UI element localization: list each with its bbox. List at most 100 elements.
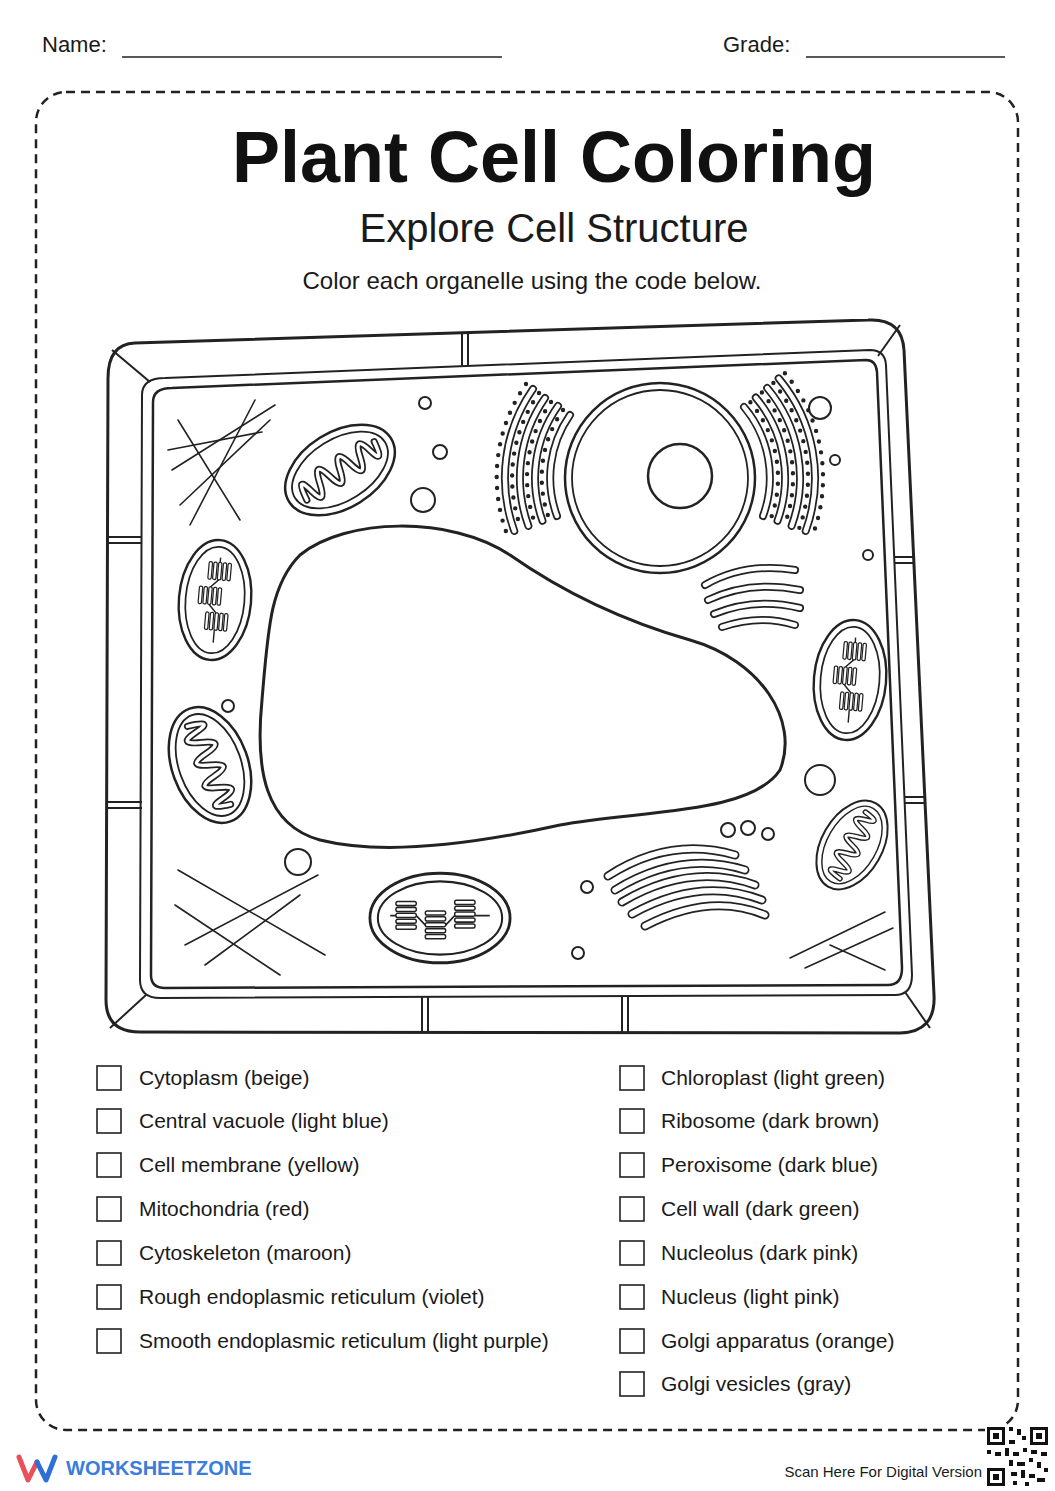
chloroplast bbox=[174, 537, 256, 663]
qr-code bbox=[985, 1425, 1050, 1488]
cytoskeleton bbox=[790, 912, 885, 958]
cytoskeleton bbox=[190, 400, 255, 525]
cell-wall bbox=[461, 333, 463, 366]
qr-code bbox=[987, 1427, 1048, 1486]
vesicle bbox=[411, 488, 435, 512]
color-key-item: Cell membrane (yellow) bbox=[139, 1152, 360, 1177]
brand-logo-text: WORKSHEETZONE bbox=[66, 1456, 252, 1480]
cell-wall bbox=[894, 556, 914, 558]
field-label: Grade: bbox=[723, 32, 790, 58]
cell-wall bbox=[878, 325, 900, 356]
rough-er bbox=[497, 373, 823, 534]
qr-code bbox=[1009, 1440, 1015, 1444]
qr-code bbox=[1041, 1452, 1047, 1456]
qr-code bbox=[1022, 1436, 1026, 1440]
mitochondrion bbox=[269, 406, 411, 534]
color-key-item: Peroxisome (dark blue) bbox=[661, 1152, 878, 1177]
color-key-item: Chloroplast (light green) bbox=[661, 1065, 885, 1090]
vesicle bbox=[419, 397, 431, 409]
checkbox bbox=[97, 1241, 121, 1265]
cell-wall bbox=[106, 320, 934, 1033]
chloroplast bbox=[809, 617, 891, 743]
golgi-apparatus bbox=[608, 849, 765, 926]
qr-code bbox=[1009, 1427, 1013, 1431]
color-key-item: Golgi apparatus (orange) bbox=[661, 1328, 894, 1353]
logo-icon bbox=[19, 1457, 55, 1480]
dashed-frame bbox=[36, 92, 1018, 1430]
cytoskeleton bbox=[178, 420, 240, 520]
qr-code bbox=[987, 1427, 1005, 1445]
color-key-item: Golgi vesicles (gray) bbox=[661, 1371, 851, 1396]
vesicle bbox=[572, 947, 584, 959]
nucleus bbox=[565, 383, 755, 573]
cell-wall bbox=[894, 562, 914, 564]
vesicle bbox=[809, 397, 831, 419]
smooth-er bbox=[705, 568, 800, 627]
qr-code bbox=[987, 1468, 1005, 1486]
golgi-apparatus bbox=[608, 849, 765, 926]
cytoskeleton bbox=[185, 875, 318, 945]
vesicle bbox=[222, 397, 873, 959]
cell-wall bbox=[467, 333, 469, 366]
rough-er bbox=[505, 389, 570, 531]
vesicle bbox=[830, 455, 840, 465]
cell-wall bbox=[140, 350, 912, 998]
qr-code bbox=[1044, 1468, 1048, 1472]
color-key-item: Smooth endoplasmic reticulum (light purp… bbox=[139, 1328, 549, 1353]
cell-wall bbox=[112, 350, 150, 382]
cell-wall bbox=[107, 325, 930, 1032]
qr-code bbox=[985, 1425, 1050, 1488]
vesicle bbox=[805, 765, 835, 795]
worksheet-title: Plant Cell Coloring bbox=[232, 114, 876, 200]
qr-code bbox=[1013, 1481, 1017, 1485]
color-key-item: Rough endoplasmic reticulum (violet) bbox=[139, 1284, 485, 1309]
logo-icon bbox=[37, 1457, 55, 1480]
cell-wall bbox=[110, 995, 146, 1028]
answer-line bbox=[806, 56, 1005, 58]
vesicle bbox=[721, 823, 735, 837]
ribosome-dots bbox=[542, 410, 563, 518]
checkbox bbox=[97, 1197, 121, 1221]
qr-code bbox=[1030, 1427, 1048, 1445]
vesicle bbox=[581, 881, 593, 893]
cell-wall bbox=[905, 992, 930, 1028]
cell-wall bbox=[627, 996, 629, 1032]
answer-line bbox=[122, 56, 1005, 58]
nucleolus bbox=[648, 444, 712, 508]
checkbox bbox=[97, 1066, 644, 1396]
checkbox bbox=[620, 1285, 644, 1309]
color-key-item: Cell wall (dark green) bbox=[661, 1196, 859, 1221]
cell-wall bbox=[427, 997, 429, 1032]
ribosome-dots bbox=[527, 402, 551, 524]
qr-code bbox=[1011, 1472, 1017, 1476]
qr-code bbox=[990, 1430, 1002, 1442]
field-label: Name: bbox=[42, 32, 107, 58]
vesicle bbox=[762, 828, 774, 840]
checkbox bbox=[620, 1109, 644, 1133]
checkbox bbox=[97, 1329, 121, 1353]
cytoskeleton bbox=[168, 432, 262, 450]
golgi-apparatus bbox=[608, 849, 765, 926]
qr-code bbox=[1036, 1433, 1042, 1439]
checkbox bbox=[97, 1153, 121, 1177]
nucleus bbox=[572, 390, 748, 566]
qr-code bbox=[1033, 1430, 1045, 1442]
cell-wall bbox=[107, 801, 142, 803]
qr-code bbox=[1017, 1462, 1025, 1466]
color-key-item: Nucleolus (dark pink) bbox=[661, 1240, 858, 1265]
cytoskeleton bbox=[168, 400, 893, 975]
checkbox bbox=[620, 1372, 644, 1396]
qr-code bbox=[993, 1433, 999, 1439]
qr-code bbox=[1017, 1429, 1021, 1435]
checkbox bbox=[97, 1285, 121, 1309]
color-key-item: Ribosome (dark brown) bbox=[661, 1108, 879, 1133]
checkbox bbox=[620, 1066, 644, 1090]
checkbox bbox=[620, 1197, 644, 1221]
cell-wall bbox=[107, 536, 142, 538]
qr-code bbox=[987, 1450, 991, 1454]
worksheet-subtitle: Explore Cell Structure bbox=[359, 204, 748, 252]
smooth-er bbox=[705, 568, 800, 627]
cell-wall bbox=[421, 997, 423, 1032]
checkbox bbox=[97, 1109, 121, 1133]
